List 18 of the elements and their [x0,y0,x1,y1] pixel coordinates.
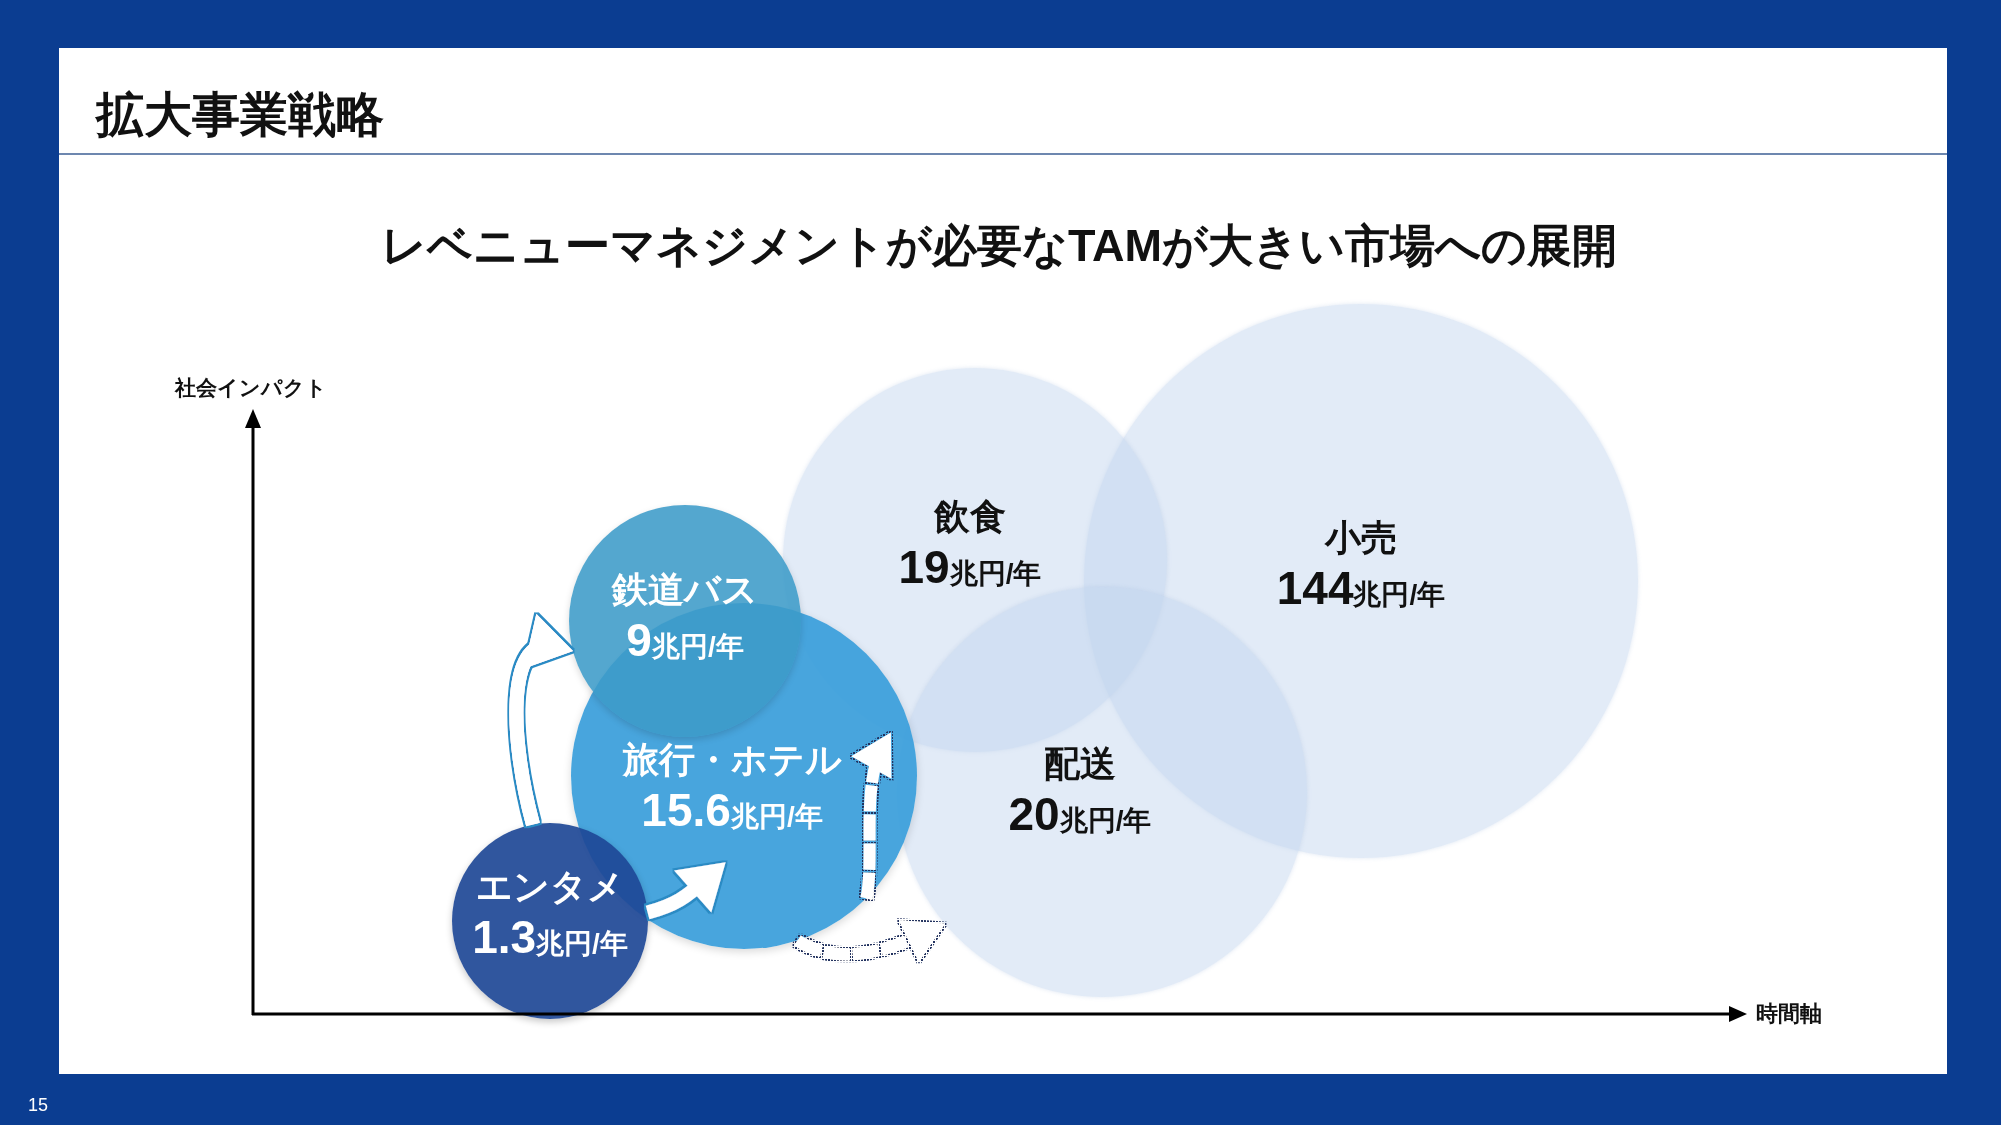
market-size: 20兆円/年 [1008,788,1152,842]
curved-arrow [645,862,726,920]
axis-label: 社会インパクト [175,375,327,401]
market-size: 144兆円/年 [1276,562,1446,616]
market-name: 配送 [1044,742,1116,785]
market-size: 9兆円/年 [626,614,744,668]
market-size: 19兆円/年 [898,541,1042,595]
market-name: 飲食 [934,495,1006,538]
market-name: 鉄道バス [612,568,758,611]
slide-title: 拡大事業戦略 [96,87,384,143]
market-name: 旅行・ホテル [622,738,842,781]
axis-label: 時間軸 [1756,1001,1822,1027]
market-name: エンタメ [476,865,624,908]
page-number: 15 [28,1094,49,1116]
market-size: 15.6兆円/年 [641,784,823,838]
market-name: 小売 [1325,516,1397,559]
market-size: 1.3兆円/年 [472,911,628,965]
slide-subtitle: レベニューマネジメントが必要なTAMが大きい市場への展開 [380,220,1618,272]
